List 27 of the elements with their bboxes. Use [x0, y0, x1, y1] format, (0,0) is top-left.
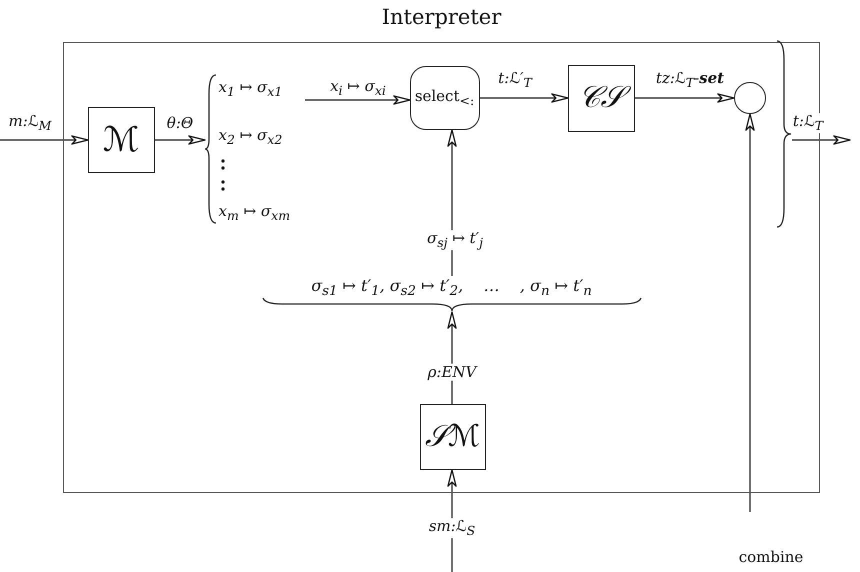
edge-label: ρ:ENV: [426, 364, 478, 380]
input-label: combine: [738, 548, 804, 566]
edge-label: m:ℒ$_{M}$: [8, 113, 52, 133]
process-box: ℳ: [88, 106, 154, 172]
edge-label: t:ℒ′$_{T}$: [497, 70, 533, 90]
edge-label: σ$_{sj}$ ↦ t′$_{j}$: [426, 230, 484, 250]
environment-mapping: σ$_{s1}$ ↦ t′$_{1}$, σ$_{s2}$ ↦ t′$_{2}$, … , σ$_{n}$ ↦ t′$_{n}$: [310, 276, 593, 299]
arrow: [745, 113, 755, 512]
selector-box: select$_{<:}$: [410, 66, 480, 130]
combine-circle: [734, 82, 766, 114]
mapping-text: x$_{2}$ ↦ σ$_{x2}$: [218, 126, 282, 146]
edge-label: sm:ℒ$_{S}$: [428, 518, 476, 538]
edge-label: θ:Θ: [166, 114, 194, 132]
frame-title: Interpreter: [380, 5, 502, 29]
arrow: [305, 95, 411, 105]
arrow: [155, 135, 206, 145]
right-brace: [776, 40, 792, 228]
arrow: [480, 93, 569, 103]
mapping-text: x$_{1}$ ↦ σ$_{x1}$: [218, 78, 282, 98]
edge-label: t:ℒ$_{T}$: [792, 113, 824, 133]
edge-label: tz:ℒ$_{T}$-set: [654, 70, 726, 90]
process-box: 𝒞𝒮: [568, 64, 634, 132]
process-box: 𝒮ℳ: [420, 404, 486, 470]
mapping-text: x$_{m}$ ↦ σ$_{xm}$: [218, 202, 290, 222]
arrow: [635, 93, 735, 103]
arrow: [792, 135, 851, 145]
arrow: [0, 135, 89, 145]
